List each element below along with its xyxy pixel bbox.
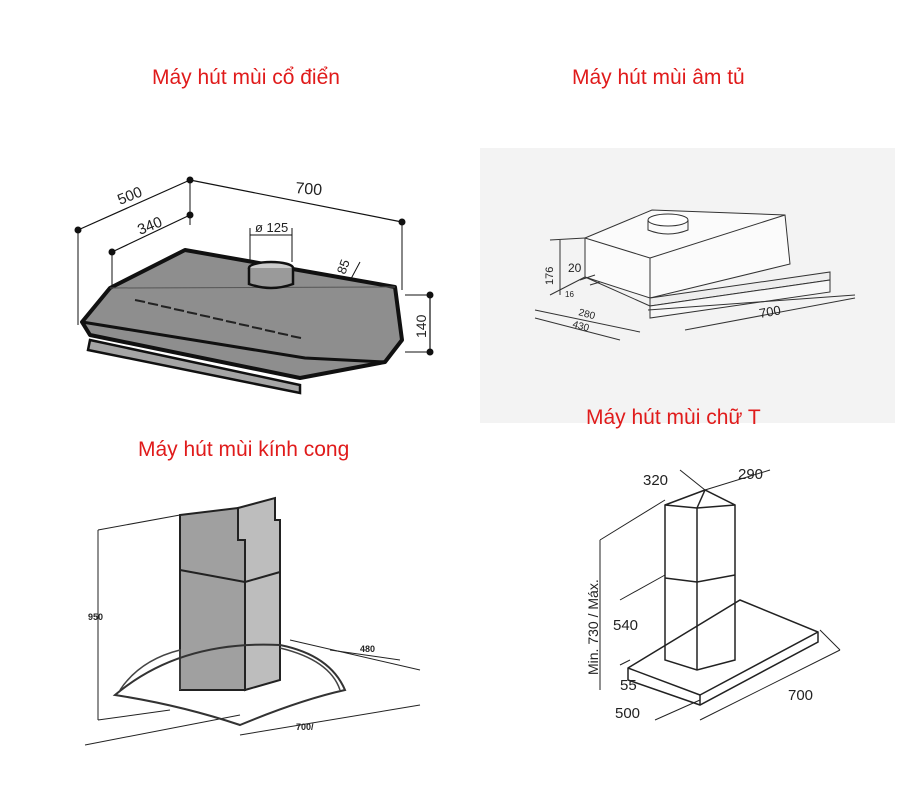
tshape-dim-290: 290 [738,466,763,483]
classic-dim-700: 700 [295,180,323,199]
tshape-dim-700: 700 [788,687,813,704]
title-curved-glass-hood: Máy hút mùi kính cong [138,438,350,461]
curved-dim-480: 480 [360,644,375,654]
tshape-dim-500: 500 [615,705,640,722]
builtin-dim-280: 280 [577,307,596,322]
title-classic-hood: Máy hút mùi cổ điển [152,66,340,89]
curved-dim-700: 700/ [296,722,314,732]
tshape-dim-540: 540 [613,617,638,634]
builtin-dim-16: 16 [565,290,574,299]
classic-dim-125: ø 125 [255,220,288,235]
tshape-dim-320: 320 [643,472,668,489]
builtin-dim-20: 20 [568,261,582,275]
curved-dim-950: 950 [88,612,103,622]
builtin-dim-176: 176 [544,267,556,285]
tshape-dim-min-max: Min. 730 / Máx. [585,579,601,675]
builtin-dim-700: 700 [758,302,782,321]
title-builtin-hood: Máy hút mùi âm tủ [572,66,745,89]
classic-dim-85: 85 [334,257,353,276]
builtin-dim-430: 430 [571,319,590,334]
tshape-dim-55: 55 [620,677,637,694]
classic-dim-140: 140 [413,314,429,338]
title-t-shape-hood: Máy hút mùi chữ T [586,406,761,429]
